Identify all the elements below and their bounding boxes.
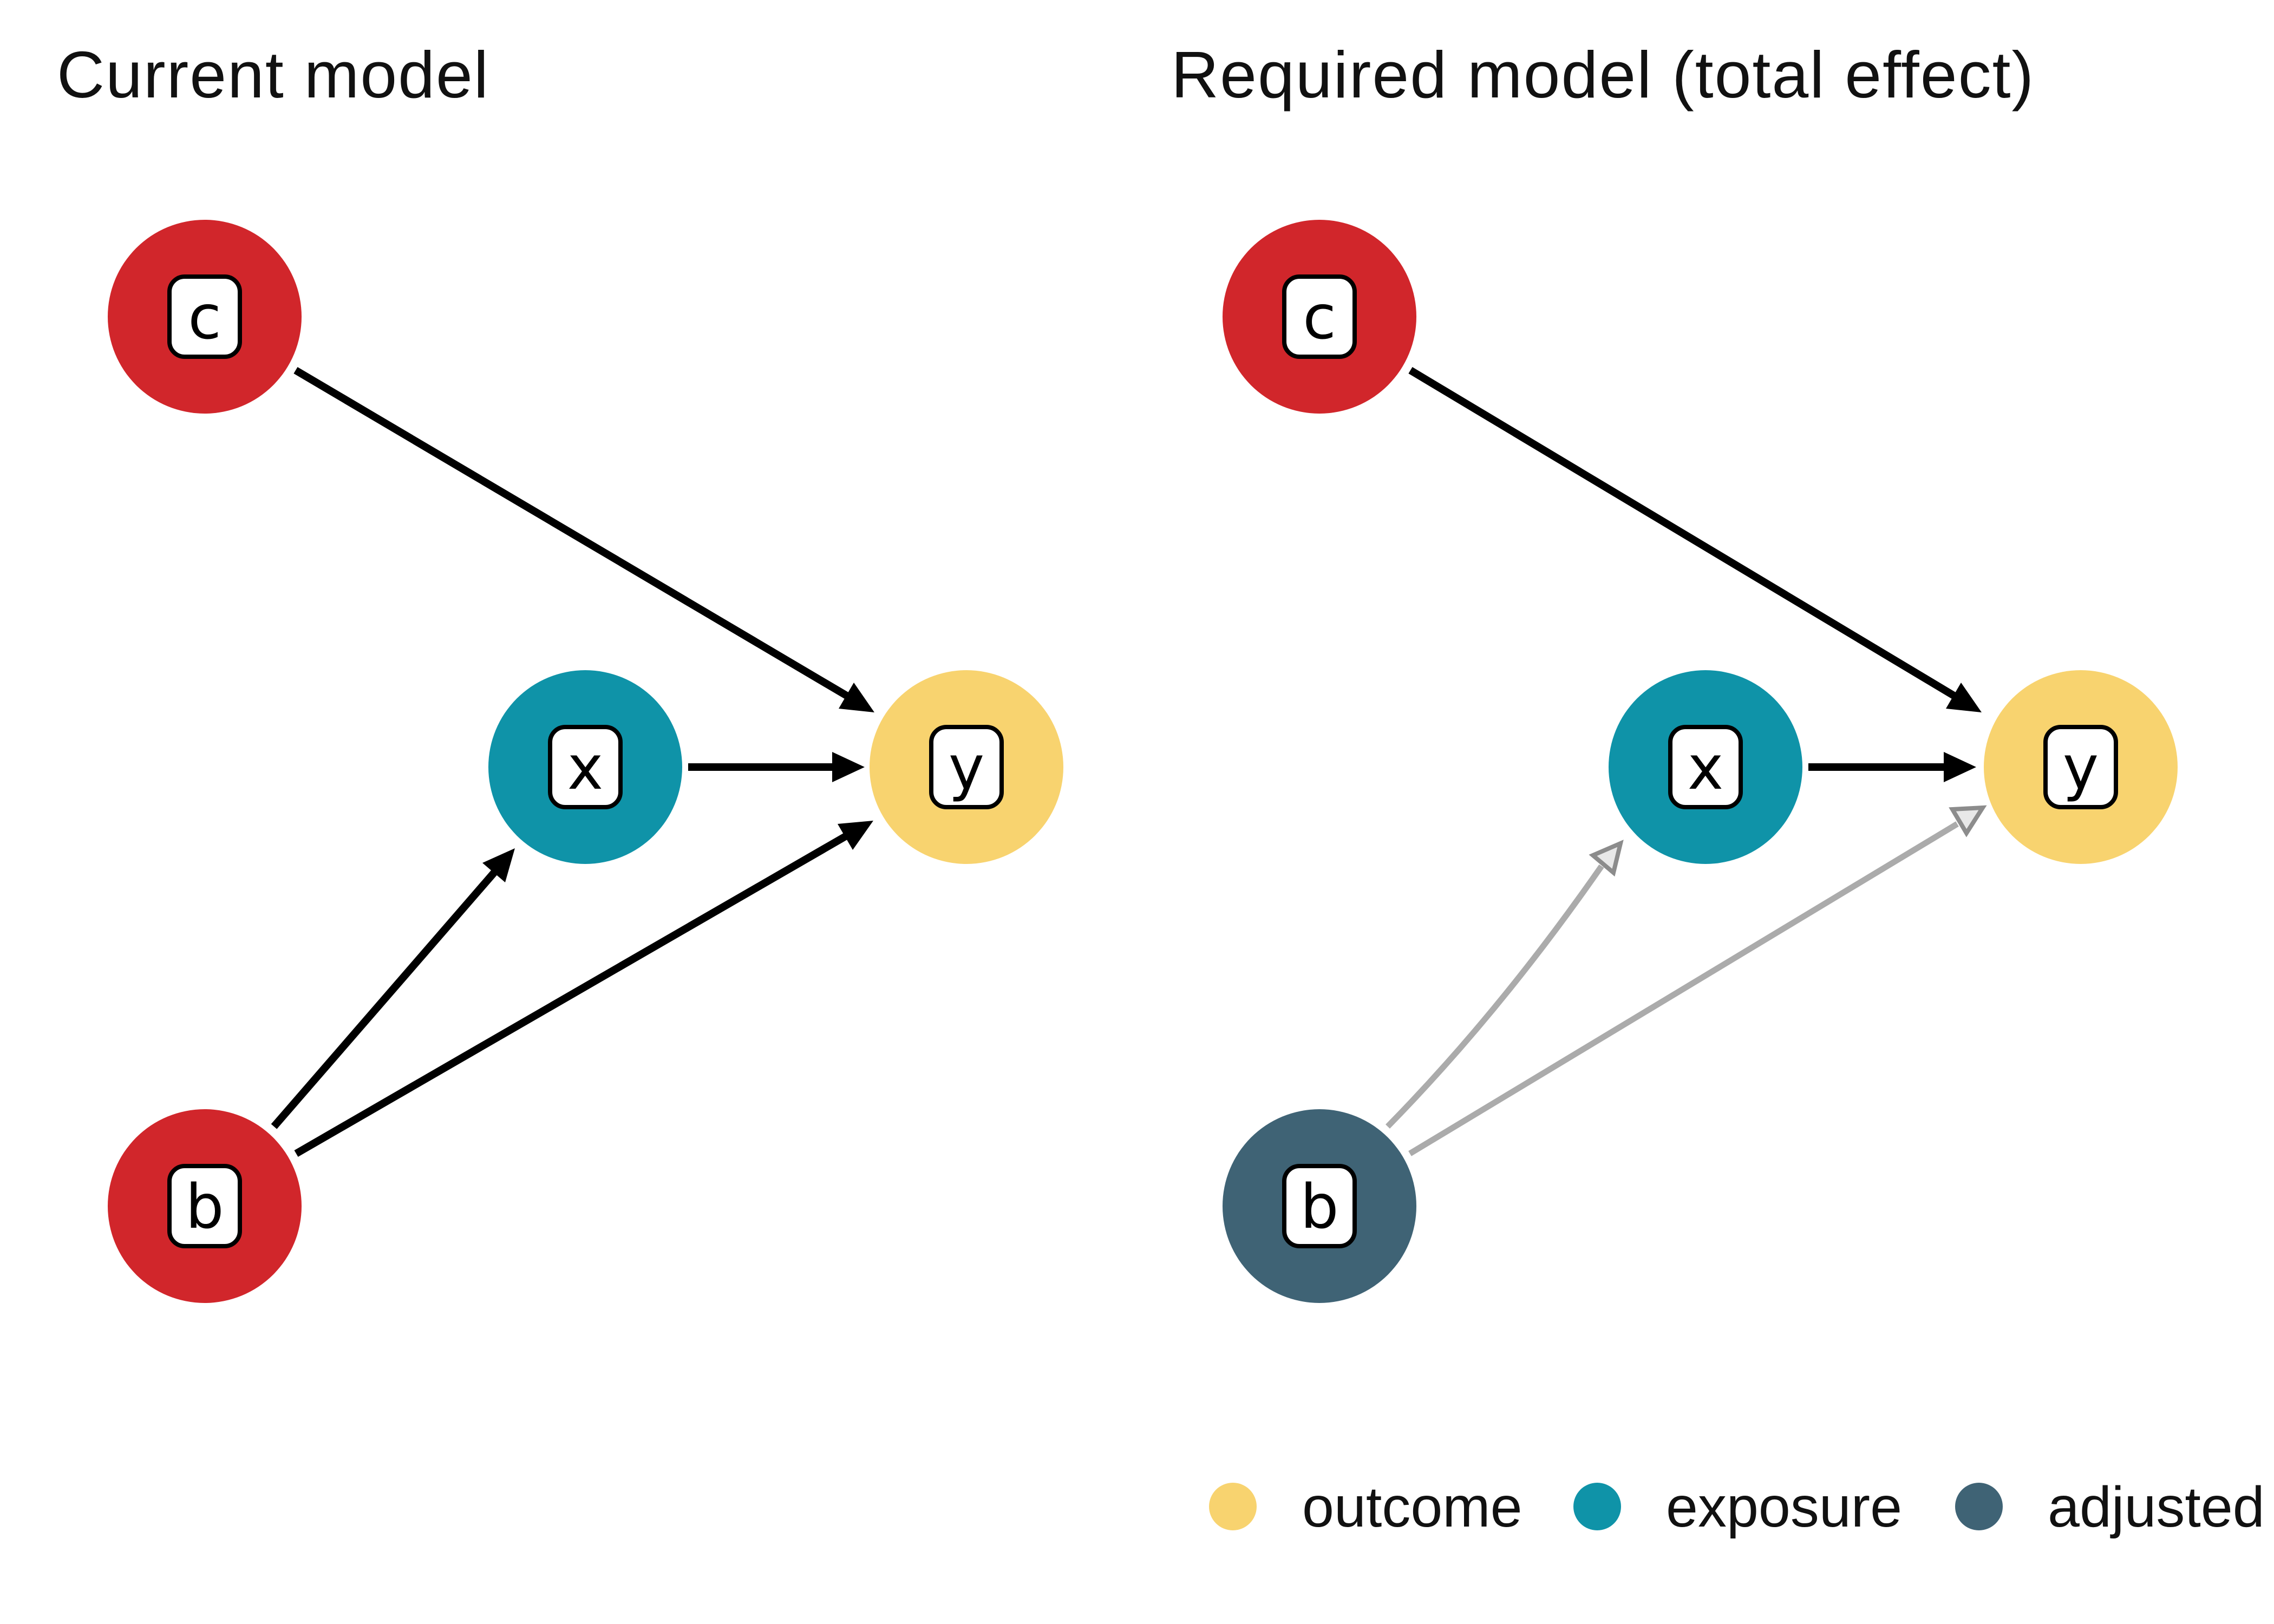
arrowhead-b-to-y-adjusted (1949, 805, 1987, 837)
arrowhead-b-to-x-adjusted (1589, 840, 1624, 877)
legend-label-adjusted: adjusted (2048, 1475, 2265, 1539)
arrowhead-b-to-x (482, 848, 515, 882)
node-y-label-box-required (2043, 725, 2118, 809)
arrowhead-x-to-y (832, 752, 865, 782)
edge-b-to-y-adjusted (1408, 821, 1959, 1156)
legend-dot-exposure (1573, 1483, 1621, 1530)
panel-required-model: Required model (total effect) c x y (1171, 38, 2178, 1303)
node-c-label: c (188, 283, 221, 353)
node-b-label: b (185, 1172, 224, 1242)
node-x-label-required: x (1688, 733, 1723, 803)
arrowhead-b-to-y (838, 821, 873, 850)
node-x-label: x (567, 733, 603, 803)
legend-label-outcome: outcome (1302, 1475, 1522, 1539)
legend-dot-adjusted (1955, 1483, 2003, 1530)
node-y-label-required: y (2063, 733, 2099, 803)
arrowhead-x-to-y-required (1944, 752, 1976, 782)
node-y-label: y (949, 733, 984, 803)
panel-title-current: Current model (57, 38, 489, 112)
node-x-label-box (548, 725, 623, 809)
edge-c-to-y-required (1408, 366, 1958, 700)
edge-b-to-x (271, 868, 499, 1129)
node-y-label-box (929, 725, 1004, 809)
panel-title-required: Required model (total effect) (1171, 38, 2035, 112)
legend-label-exposure: exposure (1666, 1475, 1902, 1539)
node-c-label-box-required (1282, 274, 1357, 359)
arrowhead-c-to-y (839, 683, 874, 712)
arrowhead-c-to-y-required (1946, 683, 1982, 712)
edge-b-to-y (294, 831, 850, 1157)
node-c-label-required: c (1303, 283, 1336, 353)
node-x-label-box-required (1668, 725, 1743, 809)
legend: outcome exposure adjusted (1209, 1475, 2265, 1539)
node-b-label-adjusted: b (1300, 1172, 1338, 1242)
legend-dot-outcome (1209, 1483, 1257, 1530)
edge-b-to-x-adjusted (1386, 864, 1604, 1129)
edge-c-to-y (293, 366, 851, 700)
panel-current-model: Current model c x y b (57, 38, 1063, 1303)
node-c-label-box (167, 274, 242, 359)
node-b-label-box (167, 1164, 242, 1248)
node-b-label-box-adjusted (1282, 1164, 1357, 1248)
